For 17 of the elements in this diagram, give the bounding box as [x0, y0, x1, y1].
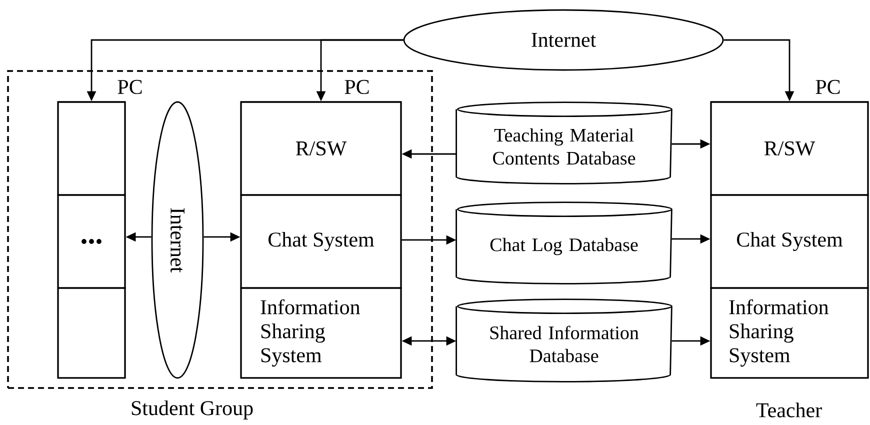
system-cell: R/SW	[240, 101, 402, 196]
caption-text: Teacher	[756, 402, 822, 418]
system-cell: R/SW	[710, 101, 869, 196]
pc-label: PC	[344, 80, 369, 94]
empty-cell	[57, 101, 126, 196]
system-cell: Chat System	[710, 194, 869, 289]
system-cell: Information Sharing System	[240, 287, 402, 379]
pc-label: PC	[816, 80, 840, 94]
database-cylinder: Teaching Material Contents Database	[456, 102, 672, 184]
database-cylinder: Shared Information Database	[456, 298, 672, 382]
system-cell: Chat System	[240, 194, 402, 289]
pc-label: PC	[118, 80, 142, 94]
empty-cell	[57, 287, 126, 379]
system-cell: ...	[57, 194, 126, 289]
database-cylinder: Chat Log Database	[456, 202, 672, 284]
group-label: Student Group	[132, 400, 253, 420]
system-cell: Information Sharing System	[710, 287, 869, 379]
